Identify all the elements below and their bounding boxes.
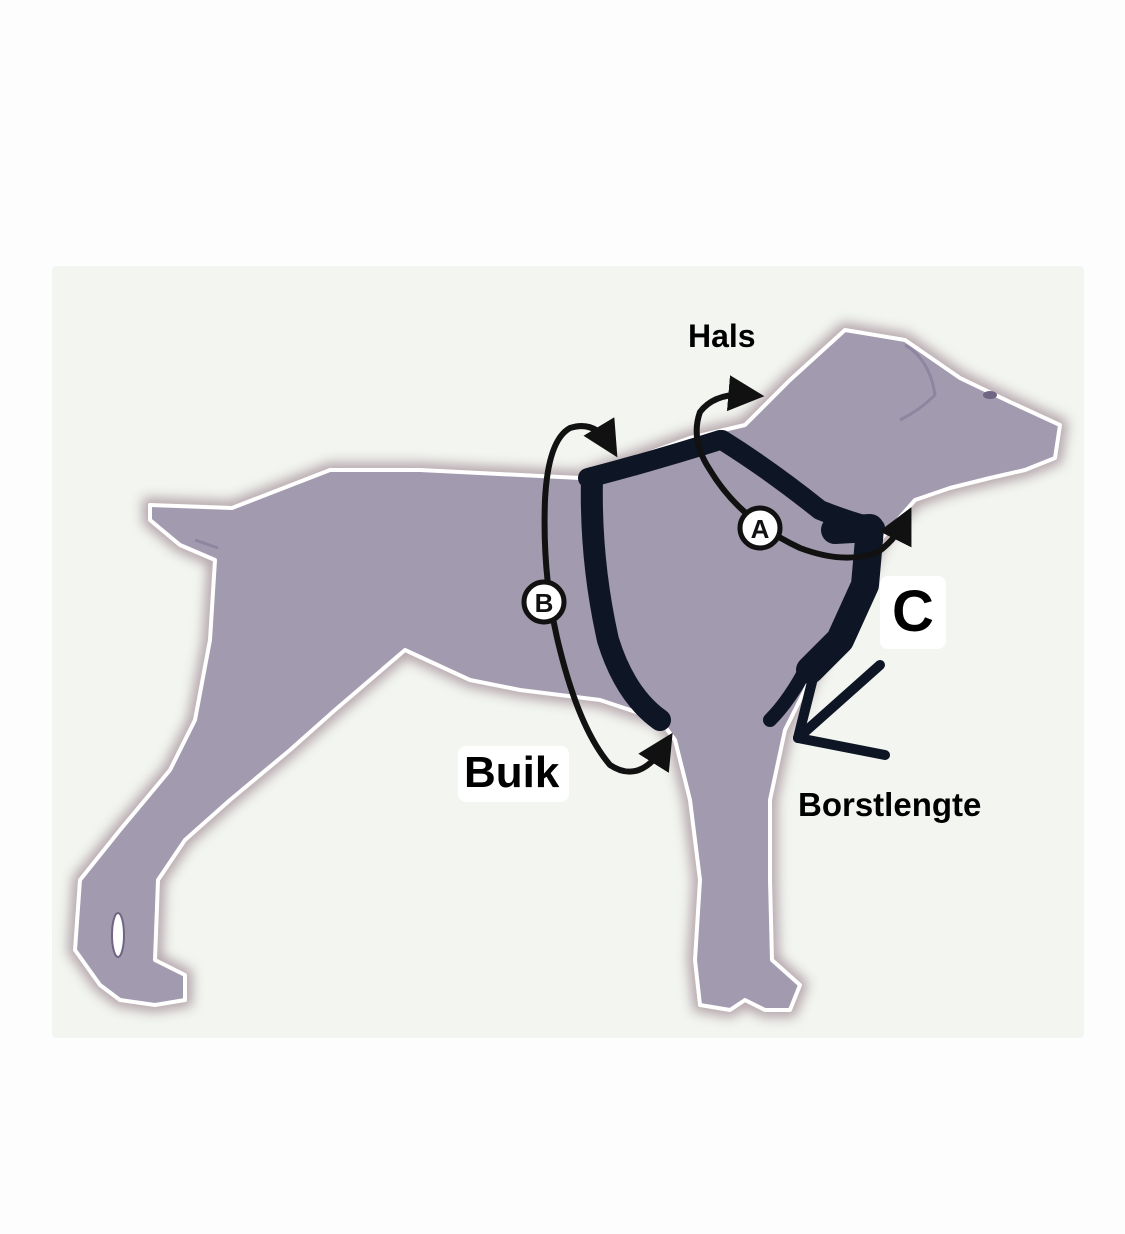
chest-c-label: C bbox=[880, 576, 946, 649]
dog-eye bbox=[983, 391, 997, 399]
marker-b-label: B bbox=[535, 588, 554, 618]
neck-label: Hals bbox=[688, 318, 756, 354]
marker-b: B bbox=[521, 579, 567, 625]
dog-tail-notch bbox=[194, 538, 219, 550]
belly-label: Buik bbox=[458, 746, 570, 802]
dog-hock-mark bbox=[111, 912, 125, 958]
marker-a-label: A bbox=[751, 514, 770, 544]
chest-length-label: Borstlengte bbox=[798, 786, 982, 823]
marker-a: A bbox=[737, 505, 783, 551]
chest-length-line-upper bbox=[793, 645, 825, 743]
